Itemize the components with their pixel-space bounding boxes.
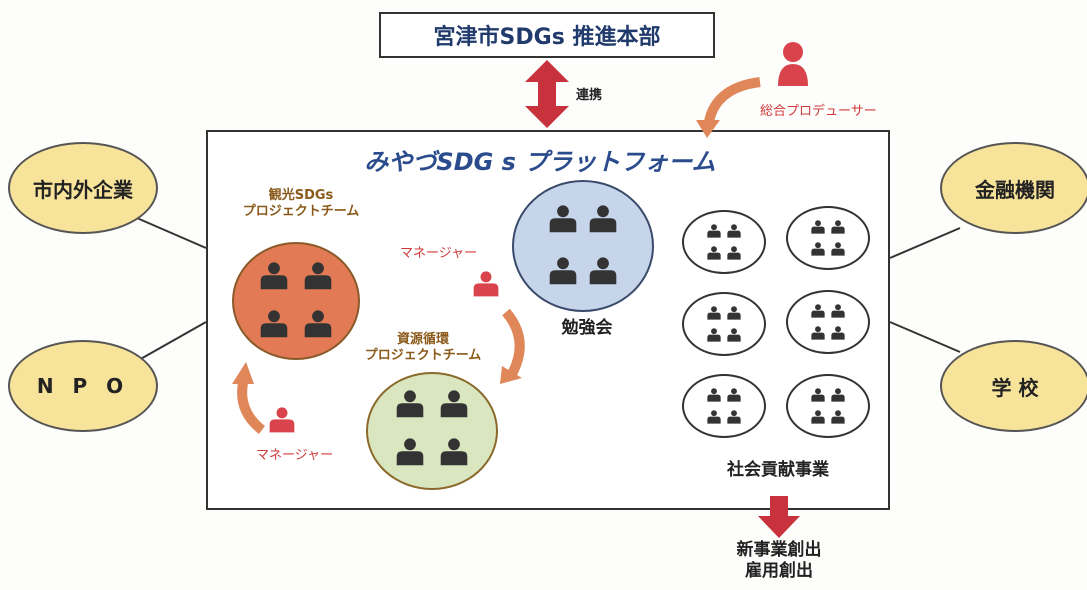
person-icon xyxy=(811,388,825,402)
person-icon xyxy=(707,306,721,320)
hq-label: 宮津市SDGs 推進本部 xyxy=(433,25,661,50)
person-icon xyxy=(811,410,825,424)
producer-label: 総合プロデューサー xyxy=(760,104,877,119)
person-icon xyxy=(589,205,617,233)
person-icon xyxy=(727,224,741,238)
person-icon xyxy=(811,220,825,234)
study-group-circle xyxy=(512,180,654,312)
person-icon xyxy=(831,326,845,340)
tourism-team-circle xyxy=(232,242,360,360)
companies-label: 市内外企業 xyxy=(33,177,133,202)
schools-label: 学 校 xyxy=(991,375,1039,400)
person-icon xyxy=(440,438,468,466)
person-icon xyxy=(727,328,741,342)
person-icon xyxy=(260,310,288,338)
person-icon xyxy=(727,388,741,402)
link-label: 連携 xyxy=(576,88,603,103)
person-icon xyxy=(396,390,424,418)
manager-bottom-label: マネージャー xyxy=(256,448,334,463)
person-icon xyxy=(811,304,825,318)
outcome-down-arrow xyxy=(758,496,800,538)
person-icon xyxy=(811,326,825,340)
person-icon xyxy=(707,410,721,424)
curved-arrow-head xyxy=(500,366,522,384)
person-icon xyxy=(549,257,577,285)
manager-icon xyxy=(269,407,295,433)
social-project-circle xyxy=(786,374,870,438)
social-project-circle xyxy=(786,290,870,354)
person-icon xyxy=(396,438,424,466)
social-project-circle xyxy=(682,292,766,356)
manager-icon xyxy=(473,271,499,297)
hq-box: 宮津市SDGs 推進本部 xyxy=(379,12,715,58)
person-icon xyxy=(304,310,332,338)
social-contribution-label: 社会貢献事業 xyxy=(727,460,829,480)
person-icon xyxy=(589,257,617,285)
outcome-employment: 雇用創出 xyxy=(745,561,813,582)
person-icon xyxy=(727,306,741,320)
curved-arrow xyxy=(237,376,266,434)
npo-label: N P O xyxy=(36,374,130,398)
curved-arrow-head xyxy=(232,362,254,384)
manager-top-label: マネージャー xyxy=(400,246,478,261)
person-icon xyxy=(831,242,845,256)
person-icon xyxy=(831,304,845,318)
financial-institutions-oval: 金融機関 xyxy=(940,142,1087,234)
person-icon xyxy=(811,242,825,256)
resource-team-line1: 資源循環 xyxy=(396,332,449,347)
companies-oval: 市内外企業 xyxy=(8,142,158,234)
person-icon xyxy=(260,262,288,290)
person-icon xyxy=(549,205,577,233)
outcome-new-business: 新事業創出 xyxy=(736,540,822,560)
financial-institutions-label: 金融機関 xyxy=(975,177,1055,202)
study-group-label: 勉強会 xyxy=(561,318,613,338)
schools-oval: 学 校 xyxy=(940,340,1087,432)
social-project-circle xyxy=(786,206,870,270)
curved-arrow xyxy=(502,308,525,377)
outcome-label: 新事業創出 雇用創出 xyxy=(716,540,842,583)
person-icon xyxy=(707,388,721,402)
tourism-team-label: 観光SDGs プロジェクトチーム xyxy=(236,188,366,221)
npo-oval: N P O xyxy=(8,340,158,432)
platform-title: みやづSDG s プラットフォーム xyxy=(364,148,716,176)
resource-team-label: 資源循環 プロジェクトチーム xyxy=(358,332,488,365)
person-icon xyxy=(831,410,845,424)
social-project-circle xyxy=(682,210,766,274)
resource-team-line2: プロジェクトチーム xyxy=(364,348,482,364)
person-icon xyxy=(440,390,468,418)
person-icon xyxy=(831,220,845,234)
person-icon xyxy=(727,410,741,424)
person-icon xyxy=(304,262,332,290)
tourism-team-line1: 観光SDGs xyxy=(268,188,334,203)
resource-team-circle xyxy=(366,372,498,490)
social-project-circle xyxy=(682,374,766,438)
tourism-team-line2: プロジェクトチーム xyxy=(242,204,360,220)
person-icon xyxy=(707,246,721,260)
person-icon xyxy=(727,246,741,260)
person-icon xyxy=(707,224,721,238)
person-icon xyxy=(831,388,845,402)
person-icon xyxy=(707,328,721,342)
